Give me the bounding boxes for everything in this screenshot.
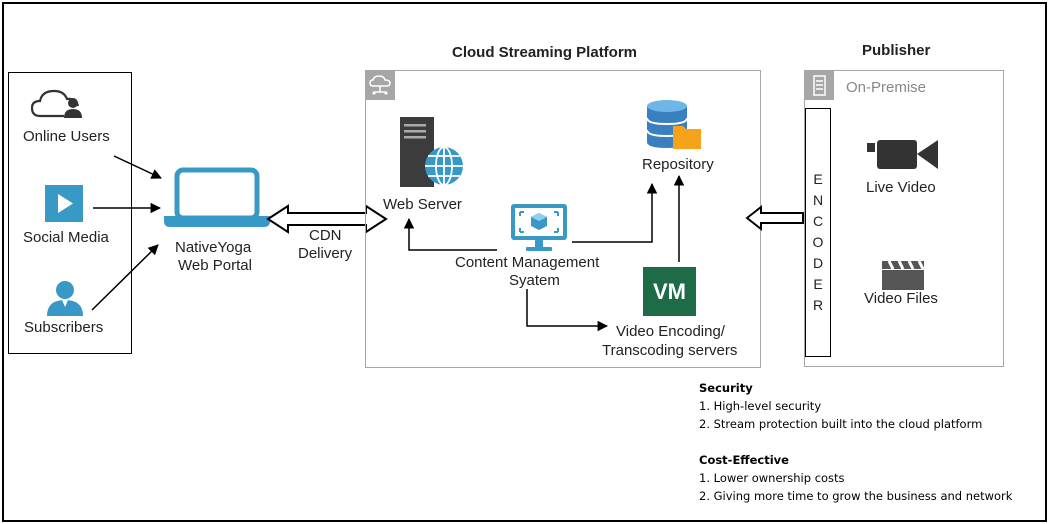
users-group	[8, 72, 132, 354]
cdn-label-line1: CDN	[309, 227, 342, 244]
encoder-letters: E N C O D E R	[806, 169, 830, 316]
encoder-letter: E	[813, 276, 823, 292]
repository-label: Repository	[642, 156, 714, 173]
on-premise-label: On-Premise	[846, 79, 927, 96]
encoder-letter: D	[812, 255, 824, 271]
security-item: 2. Stream protection built into the clou…	[699, 417, 983, 431]
clapperboard-icon	[882, 260, 925, 290]
cloud-platform-title: Cloud Streaming Platform	[452, 44, 638, 61]
video-camera-icon	[867, 140, 938, 169]
security-title: Security	[699, 381, 753, 395]
laptop-icon	[164, 167, 270, 227]
cloud-network-icon	[366, 71, 395, 100]
encoding-label-line1: Video Encoding/	[616, 323, 725, 340]
social-media-label: Social Media	[23, 229, 109, 246]
vm-badge: VM	[643, 267, 696, 316]
encoder-letter: C	[812, 213, 824, 229]
subscriber-user-icon	[47, 281, 83, 316]
portal-label-line1: NativeYoga	[175, 239, 252, 256]
video-files-label: Video Files	[864, 290, 938, 307]
building-icon	[805, 71, 834, 100]
cdn-bidirectional-arrow	[266, 204, 388, 234]
cms-label-line2: Syatem	[509, 272, 560, 289]
encoding-label-line2: Transcoding servers	[602, 342, 738, 359]
cms-monitor-icon	[511, 204, 567, 251]
web-server-icon	[400, 117, 463, 187]
encoder-letter: E	[813, 171, 823, 187]
subscribers-label: Subscribers	[24, 319, 104, 336]
cms-label-line1: Content Management	[455, 254, 600, 271]
cost-title: Cost-Effective	[699, 453, 789, 467]
cost-notes: Cost-Effective 1. Lower ownership costs …	[699, 451, 1012, 505]
encoder-box: E N C O D E R	[805, 108, 831, 357]
security-notes: Security 1. High-level security 2. Strea…	[699, 379, 982, 433]
encoder-letter: O	[812, 234, 824, 250]
play-video-icon	[45, 185, 83, 222]
database-folder-icon	[646, 100, 701, 149]
cost-item: 2. Giving more time to grow the business…	[699, 489, 1013, 503]
cost-item: 1. Lower ownership costs	[699, 471, 845, 485]
cdn-label-line2: Delivery	[298, 245, 353, 262]
online-users-label: Online Users	[23, 128, 110, 145]
encoder-letter: N	[812, 192, 824, 208]
security-item: 1. High-level security	[699, 399, 822, 413]
publisher-title: Publisher	[862, 42, 931, 59]
cloud-users-icon	[30, 89, 82, 118]
live-video-label: Live Video	[866, 179, 936, 196]
encoder-letter: R	[812, 297, 824, 313]
encoder-to-cloud-arrow	[745, 204, 804, 232]
publisher-group	[804, 70, 1004, 367]
web-server-label: Web Server	[383, 196, 462, 213]
portal-label-line2: Web Portal	[178, 257, 252, 274]
